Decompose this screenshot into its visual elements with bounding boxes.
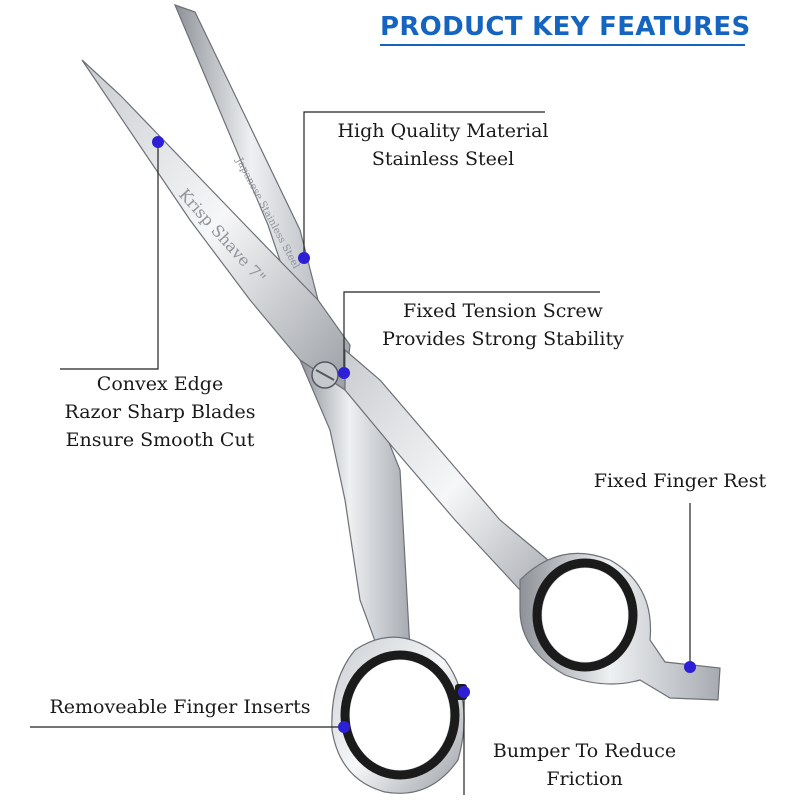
- screw-leader: [343, 291, 600, 373]
- screw-dot: [338, 367, 350, 379]
- marker-dots: [152, 136, 696, 733]
- feature-screw: Fixed Tension Screw Provides Strong Stab…: [382, 300, 624, 350]
- feature-finger-rest: Fixed Finger Rest: [593, 470, 767, 492]
- leader-lines: [30, 111, 691, 795]
- inserts-dot: [338, 721, 350, 733]
- bumper-dot: [458, 686, 470, 698]
- feature-edge: Convex Edge Razor Sharp Blades Ensure Sm…: [64, 373, 256, 451]
- right-ring-insert: [532, 558, 638, 672]
- bottom-ring-insert: [340, 650, 460, 780]
- bottom-ring-hole: [350, 660, 450, 770]
- edge-dot: [152, 136, 164, 148]
- feature-bumper: Bumper To Reduce Friction: [492, 740, 677, 790]
- edge-leader: [60, 142, 159, 370]
- feature-material: High Quality Material Stainless Steel: [337, 120, 549, 170]
- page-title: PRODUCT KEY FEATURES: [380, 12, 751, 42]
- feature-inserts: Removeable Finger Inserts: [49, 696, 311, 718]
- finger-rest-dot: [684, 661, 696, 673]
- title-underline: [380, 44, 745, 46]
- material-dot: [298, 252, 310, 264]
- right-ring-hole: [542, 568, 628, 662]
- material-leader: [303, 111, 545, 258]
